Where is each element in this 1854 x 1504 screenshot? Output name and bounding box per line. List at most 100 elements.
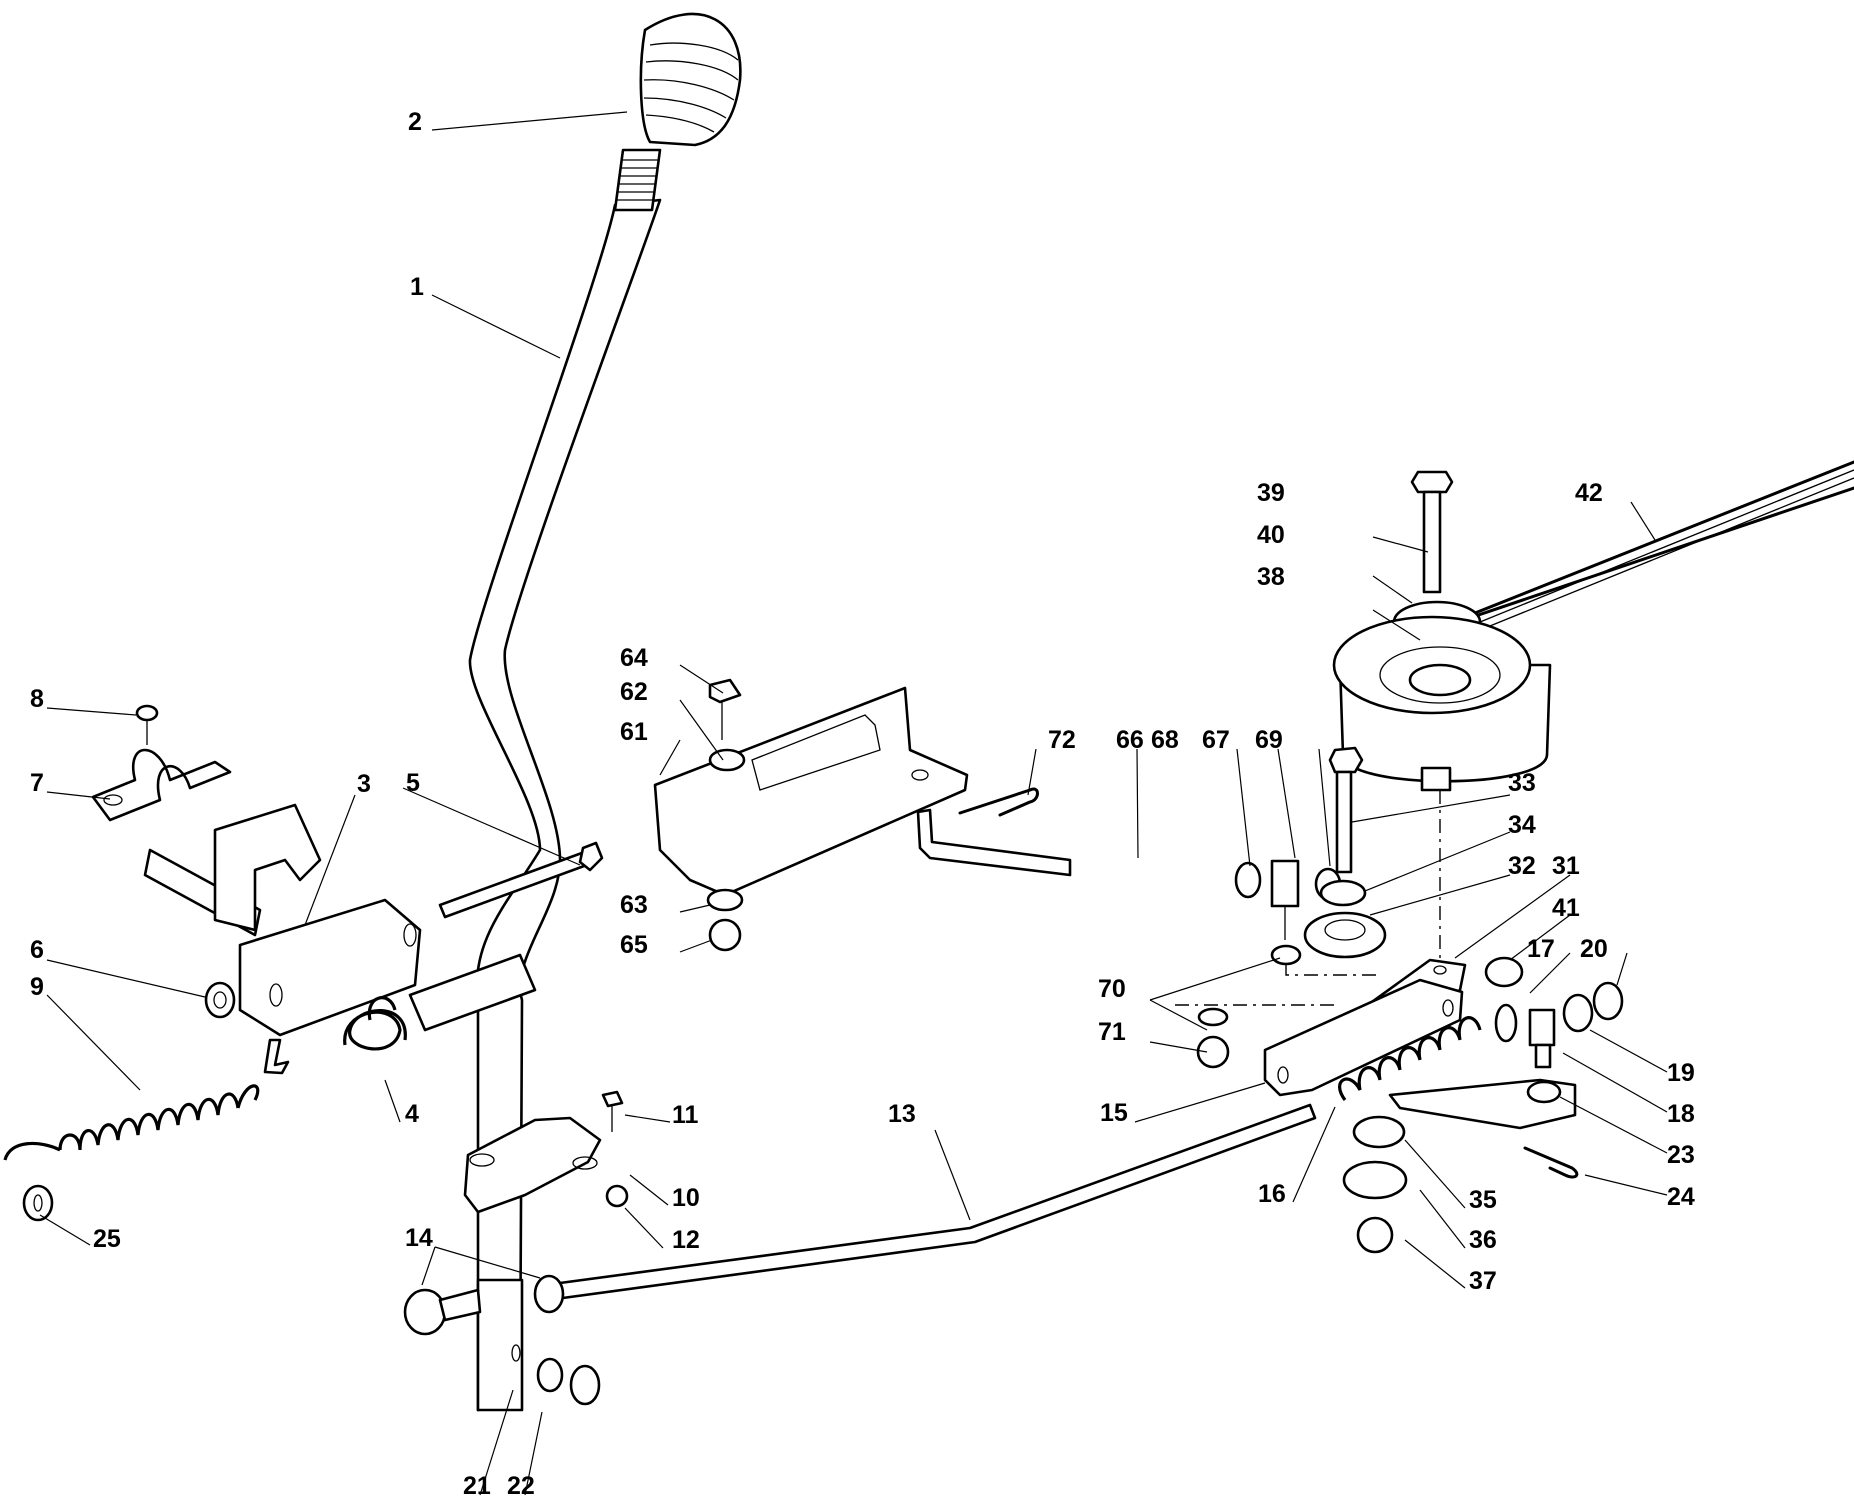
lever-knob bbox=[639, 12, 742, 147]
callout-20: 20 bbox=[1580, 935, 1608, 963]
washer bbox=[706, 888, 744, 912]
washer bbox=[1494, 1003, 1518, 1043]
clamp-screw bbox=[135, 704, 159, 745]
callout-19: 19 bbox=[1667, 1059, 1695, 1087]
washer bbox=[1352, 1115, 1406, 1149]
bolt bbox=[708, 678, 742, 740]
drive-belt bbox=[1438, 460, 1854, 630]
callout-3: 3 bbox=[357, 770, 371, 798]
nut bbox=[1356, 1216, 1394, 1254]
callout-18: 18 bbox=[1667, 1100, 1695, 1128]
callout-13: 13 bbox=[888, 1100, 916, 1128]
callout-66: 66 bbox=[1116, 726, 1144, 754]
callout-38: 38 bbox=[1257, 563, 1285, 591]
cotter-pin bbox=[958, 787, 1039, 817]
nut bbox=[708, 918, 742, 952]
nut bbox=[569, 1364, 601, 1406]
callout-labels: 1 2 3 4 5 6 7 8 9 10 11 12 13 14 15 16 1… bbox=[30, 108, 1695, 1500]
callout-67: 67 bbox=[1202, 726, 1230, 754]
brake-rod bbox=[916, 808, 1072, 877]
callout-34: 34 bbox=[1508, 811, 1536, 839]
tensioner-rod bbox=[543, 1103, 1317, 1302]
tensioner-spring bbox=[1338, 1016, 1482, 1101]
idler-pulley bbox=[1332, 615, 1552, 792]
leader-lines bbox=[39, 111, 1668, 1496]
brake-bracket bbox=[653, 686, 969, 897]
callout-24: 24 bbox=[1667, 1183, 1695, 1211]
cable-clamp bbox=[91, 748, 232, 822]
ball-joint-and-nut bbox=[403, 1274, 565, 1336]
callout-71: 71 bbox=[1098, 1018, 1126, 1046]
torsion-spring bbox=[343, 996, 407, 1051]
callout-22: 22 bbox=[507, 1472, 535, 1500]
swivel-pin bbox=[1528, 1008, 1556, 1069]
guide-bolt bbox=[601, 1090, 624, 1132]
lever-guide-plate bbox=[463, 1116, 602, 1214]
cotter-pin bbox=[1523, 1146, 1579, 1179]
callout-31: 31 bbox=[1552, 852, 1580, 880]
center-line-2 bbox=[1285, 964, 1380, 976]
callout-10: 10 bbox=[672, 1184, 700, 1212]
callout-12: 12 bbox=[672, 1226, 700, 1254]
callout-40: 40 bbox=[1257, 521, 1285, 549]
washer bbox=[1270, 944, 1302, 966]
callout-6: 6 bbox=[30, 936, 44, 964]
callout-9: 9 bbox=[30, 973, 44, 1001]
nut bbox=[1234, 861, 1262, 899]
callout-15: 15 bbox=[1100, 1099, 1128, 1127]
nut bbox=[204, 981, 236, 1019]
bolt bbox=[1410, 470, 1454, 594]
callout-63: 63 bbox=[620, 891, 648, 919]
nut bbox=[1484, 956, 1524, 988]
callout-68: 68 bbox=[1151, 726, 1179, 754]
callout-4: 4 bbox=[405, 1100, 419, 1128]
callout-5: 5 bbox=[406, 769, 420, 797]
callout-64: 64 bbox=[620, 644, 648, 672]
callout-14: 14 bbox=[405, 1224, 433, 1252]
nut bbox=[1196, 1035, 1230, 1069]
callout-1: 1 bbox=[410, 273, 424, 301]
pulley-bolt bbox=[1328, 746, 1364, 874]
tensioner-arm bbox=[1263, 978, 1464, 1097]
pivot-bolt bbox=[438, 841, 604, 919]
washer bbox=[536, 1357, 564, 1393]
lever-pivot-pipe bbox=[408, 953, 537, 1032]
large-washer bbox=[1342, 1160, 1408, 1200]
callout-65: 65 bbox=[620, 931, 648, 959]
lever-support-bracket bbox=[143, 803, 422, 1037]
pulley-spacer bbox=[1303, 911, 1387, 959]
callout-69: 69 bbox=[1255, 726, 1283, 754]
tension-spring bbox=[3, 1084, 260, 1161]
callout-21: 21 bbox=[463, 1472, 491, 1500]
callout-23: 23 bbox=[1667, 1141, 1695, 1169]
callout-25: 25 bbox=[93, 1225, 121, 1253]
callout-35: 35 bbox=[1469, 1186, 1497, 1214]
callout-33: 33 bbox=[1508, 769, 1536, 797]
callout-36: 36 bbox=[1469, 1226, 1497, 1254]
nut bbox=[1562, 993, 1594, 1033]
washer bbox=[1197, 1007, 1229, 1027]
callout-11: 11 bbox=[672, 1101, 699, 1129]
callout-32: 32 bbox=[1508, 852, 1536, 880]
callout-70: 70 bbox=[1098, 975, 1126, 1003]
callout-39: 39 bbox=[1257, 479, 1285, 507]
callout-72: 72 bbox=[1048, 726, 1076, 754]
callout-37: 37 bbox=[1469, 1267, 1497, 1295]
callout-16: 16 bbox=[1258, 1180, 1286, 1208]
washer bbox=[1526, 1080, 1562, 1104]
washer bbox=[708, 748, 746, 772]
nut bbox=[1592, 981, 1624, 1021]
callout-42: 42 bbox=[1575, 479, 1603, 507]
callout-8: 8 bbox=[30, 685, 44, 713]
callout-2: 2 bbox=[408, 108, 422, 136]
shift-lever bbox=[468, 148, 662, 1412]
callout-41: 41 bbox=[1552, 894, 1580, 922]
callout-7: 7 bbox=[30, 769, 44, 797]
callout-62: 62 bbox=[620, 678, 648, 706]
guide-nut bbox=[605, 1184, 629, 1208]
swivel-block bbox=[1270, 859, 1300, 940]
callout-61: 61 bbox=[620, 718, 648, 746]
washer bbox=[1319, 879, 1367, 907]
washer bbox=[22, 1184, 54, 1222]
